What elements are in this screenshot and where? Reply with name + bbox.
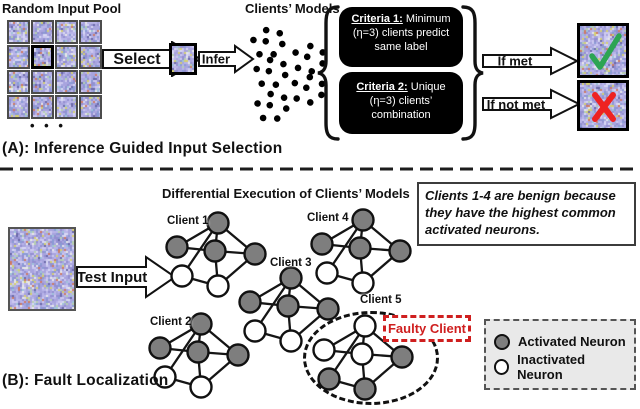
pool-tile-selected: [31, 45, 54, 69]
activated-neuron: [392, 347, 413, 368]
panel-b-caption: (B): Fault Localization: [2, 372, 168, 390]
pool-tile: [31, 95, 54, 119]
inactivated-neuron: [172, 266, 193, 287]
if-met-label: If met: [498, 54, 533, 69]
if-met-arrow: If met: [482, 46, 579, 76]
client-label: Client 5: [360, 294, 402, 306]
activated-neuron: [245, 244, 266, 265]
random-input-pool: [7, 20, 102, 119]
legend: Activated Neuron Inactivated Neuron: [484, 319, 636, 390]
test-input-tile: [8, 227, 76, 311]
inactivated-neuron: [353, 273, 374, 294]
pool-tile: [55, 70, 78, 94]
pool-tile: [7, 95, 30, 119]
legend-inactivated-row: Inactivated Neuron: [494, 354, 626, 380]
if-not-met-label: If not met: [487, 97, 546, 112]
activated-neuron: [150, 338, 171, 359]
client-label: Client 4: [307, 212, 349, 224]
legend-inactivated-label: Inactivated Neuron: [517, 352, 626, 382]
cross-icon: [580, 83, 626, 128]
activated-neuron: [390, 241, 411, 262]
criteria-1-head: Criteria 1:: [351, 13, 402, 25]
section-divider: [0, 166, 640, 172]
pool-title: Random Input Pool: [2, 1, 121, 16]
pool-tile: [79, 20, 102, 44]
pool-tile: [79, 70, 102, 94]
pool-tile: [7, 45, 30, 69]
inactivated-neuron: [355, 316, 376, 337]
client-model-icon: [250, 55, 292, 92]
inactivated-neuron: [208, 276, 229, 297]
activated-neuron: [205, 241, 226, 262]
pool-tile: [79, 45, 102, 69]
activated-neuron: [350, 238, 371, 259]
infer-arrow: Infer: [198, 44, 256, 74]
if-not-met-arrow: If not met: [482, 88, 581, 120]
inactivated-neuron: [245, 321, 266, 342]
criteria-2-box: Criteria 2: Unique (η=3) clients’ combin…: [339, 72, 463, 134]
client-model-icon: [250, 88, 293, 126]
pool-tile: [55, 95, 78, 119]
activated-neuron: [278, 296, 299, 317]
pool-tile: [7, 70, 30, 94]
criteria-1-box: Criteria 1: Minimum (η=3) clients predic…: [339, 7, 463, 67]
activated-neuron: [167, 237, 188, 258]
activated-neuron: [355, 379, 376, 400]
inactivated-neuron: [191, 377, 212, 398]
inactivated-neuron: [314, 340, 335, 361]
pool-tile: [79, 95, 102, 119]
criteria-2-head: Criteria 2:: [356, 81, 407, 93]
legend-activated-label: Activated Neuron: [518, 334, 626, 349]
legend-activated-row: Activated Neuron: [494, 329, 626, 354]
activated-neuron: [240, 292, 261, 313]
selected-input-tile: [169, 43, 197, 75]
pool-tile: [55, 20, 78, 44]
pool-tile: [55, 45, 78, 69]
faulty-client-callout: Faulty Client: [383, 315, 471, 342]
pool-ellipsis: • • •: [30, 118, 66, 133]
client-label: Client 2: [150, 316, 192, 328]
inactivated-neuron: [317, 263, 338, 284]
accepted-input-tile: [577, 23, 629, 78]
activated-neuron: [319, 369, 340, 390]
activated-neuron: [353, 210, 374, 231]
activated-neuron: [208, 213, 229, 234]
inactivated-neuron: [281, 331, 302, 352]
activated-neuron: [191, 314, 212, 335]
pool-tile: [31, 20, 54, 44]
infer-arrow-label: Infer: [202, 52, 230, 67]
pool-tile: [7, 20, 30, 44]
inactivated-neuron-icon: [494, 359, 509, 375]
client-label: Client 1: [167, 215, 209, 227]
select-arrow-label: Select: [113, 51, 161, 68]
activated-neuron: [312, 234, 333, 255]
panel-a-caption: (A): Inference Guided Input Selection: [2, 140, 282, 158]
activated-neuron: [281, 268, 302, 289]
open-brace: [315, 4, 341, 142]
activated-neuron: [188, 342, 209, 363]
pool-tile: [31, 70, 54, 94]
test-input-label: Test Input: [77, 269, 148, 286]
benign-note: Clients 1-4 are benign because they have…: [417, 182, 636, 246]
activated-neuron-icon: [494, 334, 510, 350]
rejected-input-tile: [577, 80, 629, 131]
panel-b-heading: Differential Execution of Clients’ Model…: [162, 186, 410, 201]
check-icon: [580, 26, 626, 75]
inactivated-neuron: [352, 344, 373, 365]
